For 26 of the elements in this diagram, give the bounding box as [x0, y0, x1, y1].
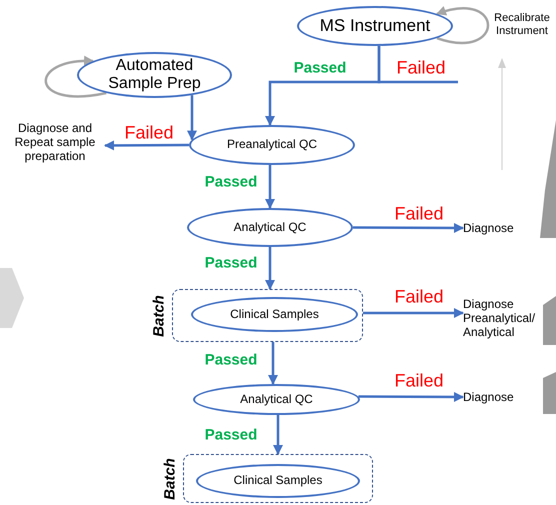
node-label: Automated Sample Prep	[107, 56, 202, 94]
outcome-text: Diagnose	[463, 391, 514, 405]
node-label: MS Instrument	[320, 16, 430, 36]
arrow	[265, 165, 275, 209]
arrow	[273, 415, 283, 455]
batch-label: Batch	[150, 294, 168, 336]
note-text: Recalibrate Instrument	[493, 12, 551, 38]
arrow	[265, 247, 275, 290]
arrow	[187, 95, 197, 141]
batch-label: Batch	[162, 458, 178, 500]
process-ellipse	[189, 125, 355, 165]
outcome-text: Diagnose and Repeat sample preparation	[14, 122, 96, 164]
arrow	[268, 342, 278, 386]
outcome-text: Diagnose Preanalytical/ Analytical	[463, 298, 536, 340]
node-label: Analytical QC	[234, 220, 306, 234]
arrow	[358, 392, 464, 402]
arrow	[363, 308, 464, 318]
arrow	[104, 140, 189, 150]
node-label: Preanalytical QC	[226, 138, 318, 152]
node-label: Analytical QC	[240, 392, 313, 406]
arrow	[436, 6, 490, 44]
node-label: Clinical Samples	[234, 474, 322, 488]
arrow	[353, 222, 464, 233]
outcome-text: Diagnose	[463, 222, 514, 236]
arrow	[44, 56, 106, 98]
node-label: Clinical Samples	[230, 308, 319, 322]
